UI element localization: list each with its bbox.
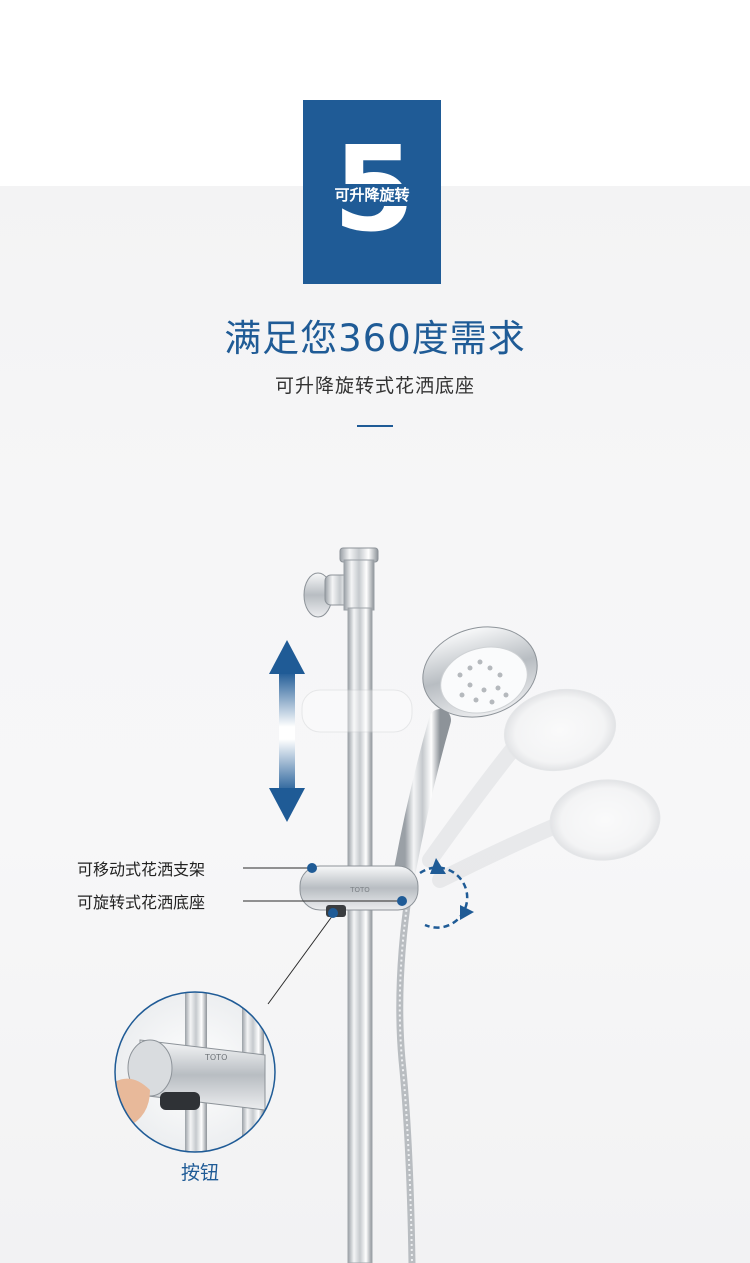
slide-rail bbox=[339, 547, 379, 1263]
callout-button: 按钮 bbox=[180, 1162, 219, 1184]
callout-dot-button bbox=[328, 908, 338, 918]
holder-logo: TOTO bbox=[349, 886, 370, 894]
callout-dot-bracket bbox=[307, 863, 317, 873]
zoom-logo: TOTO bbox=[204, 1053, 227, 1062]
page-subtitle: 可升降旋转式花洒底座 bbox=[274, 375, 475, 397]
up-down-arrow-icon bbox=[269, 640, 305, 822]
callout-dot-base bbox=[397, 896, 407, 906]
title-divider bbox=[357, 425, 393, 427]
rotate-arrow-icon bbox=[419, 858, 474, 929]
callout-movable-bracket: 可移动式花洒支架 bbox=[77, 860, 206, 879]
feature-badge-label: 可升降旋转 bbox=[303, 184, 441, 206]
ghost-shower-heads bbox=[422, 688, 661, 888]
ghost-holder bbox=[301, 689, 413, 733]
page-title: 满足您360度需求 bbox=[224, 317, 526, 360]
callout-rotating-base: 可旋转式花洒底座 bbox=[77, 893, 206, 912]
feature-number-badge: 5 可升降旋转 bbox=[303, 100, 441, 284]
callout-lines bbox=[243, 867, 400, 1005]
button-zoom-view: TOTO bbox=[114, 991, 276, 1153]
shower-hose bbox=[396, 884, 416, 1263]
feature-badge-label-text: 可升降旋转 bbox=[330, 184, 414, 206]
sliding-holder: TOTO bbox=[299, 865, 419, 917]
hand-shower bbox=[394, 626, 538, 881]
